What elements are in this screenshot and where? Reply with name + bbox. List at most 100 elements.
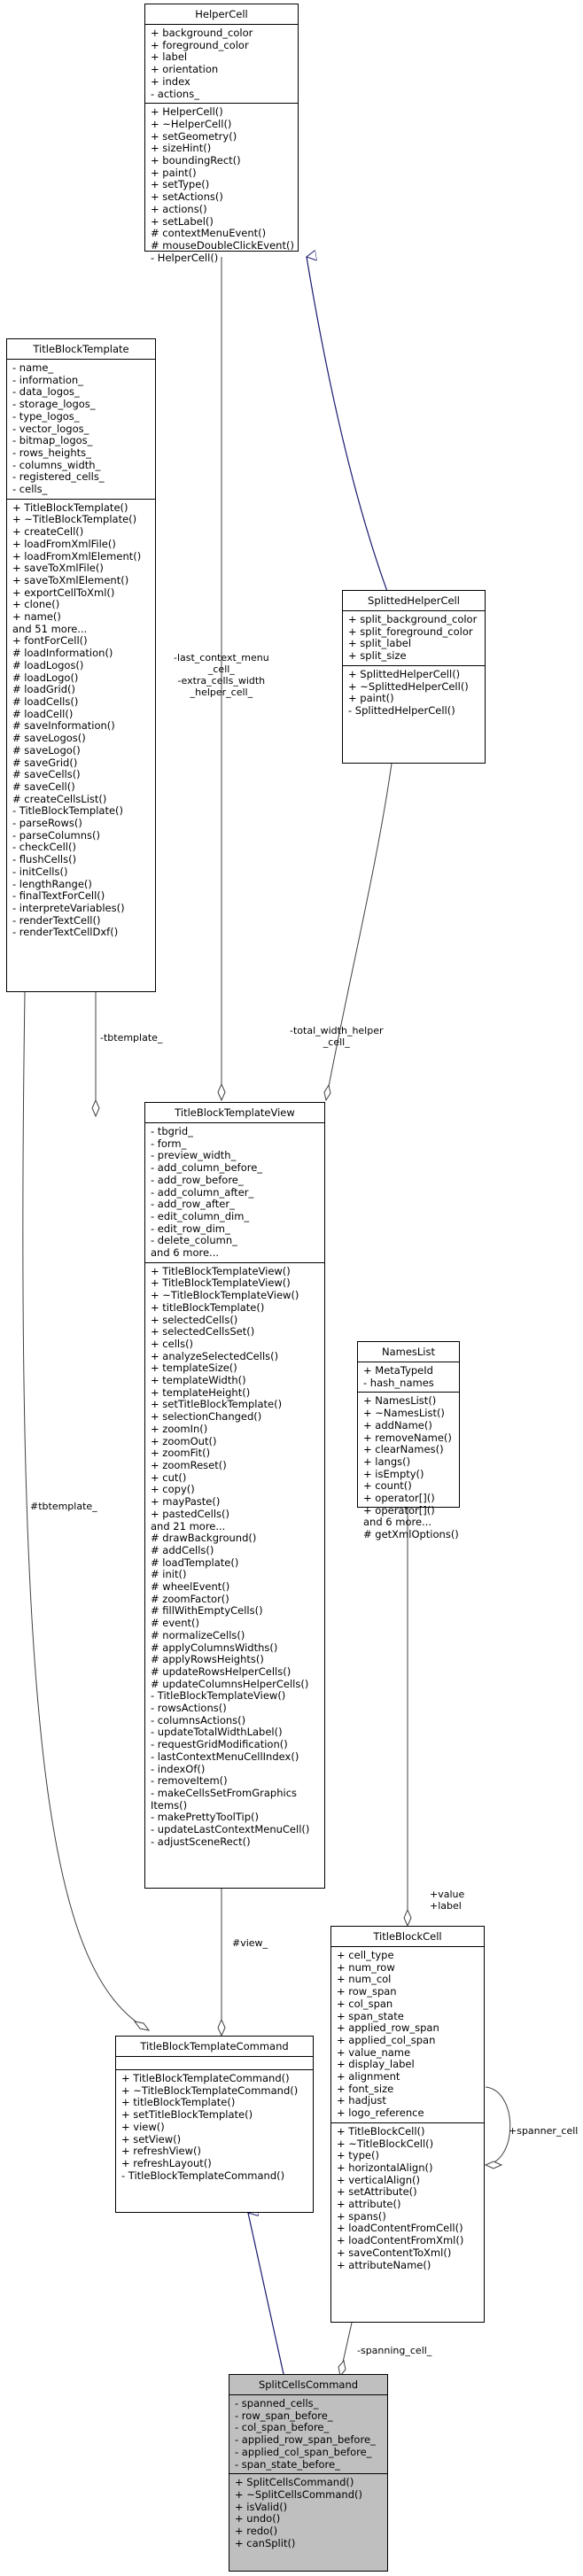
diamond-cell-spanner-cell bbox=[484, 2161, 503, 2169]
operation-item: + clearNames() bbox=[363, 1443, 444, 1456]
edge-label-line: +label bbox=[430, 1900, 462, 1912]
attribute-item: + applied_row_span bbox=[337, 2021, 439, 2035]
class-name: TitleBlockCell bbox=[331, 1927, 484, 1947]
operation-item: # wheelEvent() bbox=[151, 1580, 230, 1594]
diamond-view-helper-cell bbox=[217, 1082, 226, 1102]
diamond-view-template bbox=[91, 1098, 100, 1118]
operation-item: - adjustSceneRect() bbox=[151, 1835, 251, 1848]
operation-item: # drawBackground() bbox=[151, 1532, 257, 1545]
operation-item: # event() bbox=[151, 1617, 200, 1630]
class-name: SplittedHelperCell bbox=[343, 591, 485, 611]
operation-item: + zoomFit() bbox=[151, 1447, 211, 1460]
class-name: TitleBlockTemplateCommand bbox=[116, 2037, 313, 2057]
operation-item: + createCell() bbox=[12, 525, 84, 539]
class-operations: + SplitCellsCommand()+ ~SplitCellsComman… bbox=[229, 2474, 387, 2552]
operation-item: - TitleBlockTemplateCommand() bbox=[121, 2169, 285, 2182]
attribute-item: - preview_width_ bbox=[151, 1149, 237, 1162]
class-title-block-template[interactable]: TitleBlockTemplate- name_- information_-… bbox=[6, 338, 156, 992]
attribute-item: - delete_column_ bbox=[151, 1234, 237, 1247]
class-attributes: - spanned_cells_- row_span_before_- col_… bbox=[229, 2395, 387, 2475]
edge-cell-spanner-cell bbox=[485, 2086, 511, 2166]
operation-item: - flushCells() bbox=[12, 853, 77, 866]
class-attributes: + split_background_color+ split_foregrou… bbox=[343, 611, 485, 666]
operation-item: + setLabel() bbox=[151, 214, 214, 228]
operation-item: # applyColumnsWidths() bbox=[151, 1641, 278, 1654]
operation-item: + count() bbox=[363, 1479, 412, 1493]
operation-item: # saveCell() bbox=[12, 780, 75, 793]
attribute-item: - edit_row_dim_ bbox=[151, 1222, 230, 1235]
operation-item: + saveToXmlElement() bbox=[12, 573, 129, 586]
operation-item: + setTitleBlockTemplate() bbox=[151, 1398, 283, 1411]
edge-command-to-title-block-template bbox=[22, 991, 150, 2031]
operation-item: + templateHeight() bbox=[151, 1385, 251, 1399]
attribute-item: + label bbox=[151, 50, 188, 64]
operation-item: and 21 more... bbox=[151, 1519, 226, 1532]
class-splitted-helper-cell[interactable]: SplittedHelperCell+ split_background_col… bbox=[342, 590, 486, 764]
operation-item: + saveContentToXml() bbox=[337, 2246, 452, 2259]
attribute-item: and 6 more... bbox=[151, 1246, 220, 1260]
class-title-block-template-command[interactable]: TitleBlockTemplateCommand + TitleBlockTem… bbox=[115, 2036, 314, 2213]
class-title-block-template-view[interactable]: TitleBlockTemplateView- tbgrid_- form_- … bbox=[144, 1102, 325, 1889]
operation-item: # addCells() bbox=[151, 1543, 214, 1556]
edge-label-line: +value bbox=[430, 1889, 465, 1900]
operation-item: + titleBlockTemplate() bbox=[151, 1300, 265, 1314]
class-operations: + TitleBlockCell()+ ~TitleBlockCell()+ t… bbox=[331, 2123, 484, 2274]
class-name: SplitCellsCommand bbox=[229, 2375, 387, 2395]
operation-item: # normalizeCells() bbox=[151, 1628, 245, 1641]
operation-item: + setActions() bbox=[151, 190, 223, 204]
edge-label-line: _cell_ bbox=[207, 663, 235, 675]
operation-item: + horizontalAlign() bbox=[337, 2161, 433, 2174]
operation-item: + loadContentFromCell() bbox=[337, 2222, 463, 2235]
operation-item: + view() bbox=[121, 2120, 165, 2133]
operation-item: + TitleBlockTemplateCommand() bbox=[121, 2072, 290, 2084]
class-split-cells-command[interactable]: SplitCellsCommand- spanned_cells_- row_s… bbox=[229, 2374, 388, 2572]
operation-item: # updateRowsHelperCells() bbox=[151, 1664, 292, 1678]
operation-item: + isEmpty() bbox=[363, 1467, 424, 1480]
operation-item: + name() bbox=[12, 610, 61, 624]
operation-item: + attribute() bbox=[337, 2198, 401, 2211]
attribute-item: - add_column_before_ bbox=[151, 1161, 263, 1175]
class-attributes: + cell_type+ num_row+ num_col+ row_span+… bbox=[331, 1947, 484, 2123]
operation-item: + sizeHint() bbox=[151, 142, 212, 155]
attribute-item: - edit_column_dim_ bbox=[151, 1209, 250, 1222]
edge-label-line: -last_context_menu bbox=[174, 652, 269, 663]
attribute-item: - spanned_cells_ bbox=[235, 2397, 319, 2409]
operation-item: # init() bbox=[151, 1568, 187, 1581]
operation-item: - requestGridModification() bbox=[151, 1738, 288, 1751]
operation-item: + loadFromXmlElement() bbox=[12, 549, 142, 563]
operation-item: + TitleBlockTemplate() bbox=[12, 500, 128, 514]
operation-item: + addName() bbox=[363, 1418, 432, 1432]
operation-item: + zoomIn() bbox=[151, 1422, 208, 1435]
class-operations: + TitleBlockTemplateView()+ TitleBlockTe… bbox=[145, 1263, 324, 1851]
attribute-item: + row_span bbox=[337, 1985, 397, 1998]
attribute-item: - name_ bbox=[12, 361, 54, 374]
attribute-item: + split_label bbox=[348, 637, 412, 650]
attribute-item: - add_column_after_ bbox=[151, 1185, 254, 1199]
operation-item: + setAttribute() bbox=[337, 2185, 417, 2199]
attribute-item: - cells_ bbox=[12, 483, 48, 496]
operation-item: + setView() bbox=[121, 2132, 182, 2145]
operation-item: + operator[]() bbox=[363, 1492, 435, 1505]
operation-item: + undo() bbox=[235, 2512, 281, 2526]
diamond-view-splitted-helper-cell bbox=[323, 1083, 331, 1102]
class-title-block-cell[interactable]: TitleBlockCell+ cell_type+ num_row+ num_… bbox=[330, 1926, 485, 2323]
label-tbtemplate: -tbtemplate_ bbox=[100, 1032, 162, 1044]
operation-item: + selectedCells() bbox=[151, 1313, 238, 1326]
operation-item: + TitleBlockCell() bbox=[337, 2124, 425, 2138]
operation-item: + saveToXmlFile() bbox=[12, 562, 104, 575]
class-attributes: - tbgrid_- form_- preview_width_- add_co… bbox=[145, 1123, 324, 1263]
operation-item: + pastedCells() bbox=[151, 1507, 229, 1520]
operation-item: - rowsActions() bbox=[151, 1702, 227, 1715]
class-helper-cell[interactable]: HelperCell+ background_color+ foreground… bbox=[144, 4, 299, 263]
operation-item: + paint() bbox=[348, 692, 394, 705]
operation-item: - TitleBlockTemplate() bbox=[12, 804, 124, 818]
operation-item: - updateLastContextMenuCell() bbox=[151, 1823, 310, 1836]
operation-item: + paint() bbox=[151, 166, 197, 179]
operation-item: - indexOf() bbox=[151, 1762, 206, 1775]
operation-item: + boundingRect() bbox=[151, 154, 241, 167]
operation-item: + attributeName() bbox=[337, 2258, 431, 2271]
class-names-list[interactable]: NamesList+ MetaTypeId- hash_names+ Names… bbox=[357, 1341, 460, 1540]
operation-item: + ~TitleBlockCell() bbox=[337, 2137, 434, 2150]
label-last-context-menu-cell: -last_context_menu_cell_-extra_cells_wid… bbox=[174, 652, 269, 698]
